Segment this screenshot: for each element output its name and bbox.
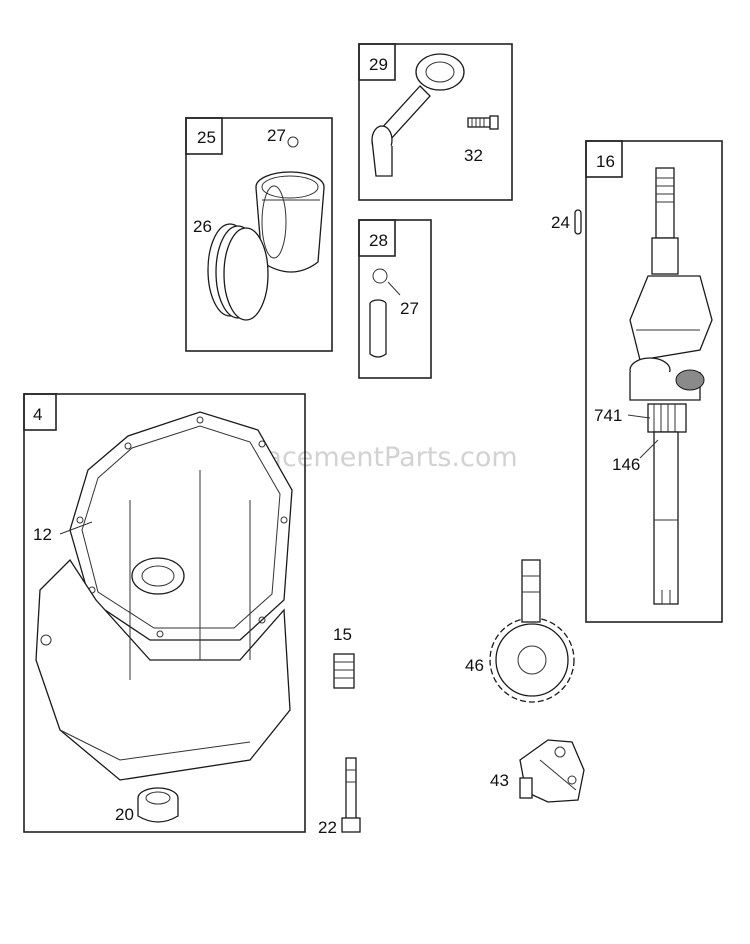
box-29-number-cell [358, 43, 396, 81]
crankshaft-part [629, 167, 713, 605]
piston-rings-part [207, 223, 269, 321]
wrist-pin-part [369, 299, 387, 358]
callout-46: 46 [465, 656, 484, 675]
box-25-number: 25 [197, 128, 216, 147]
wrist-pin-clip-part [372, 268, 388, 284]
box-28-number: 28 [369, 231, 388, 250]
box-4-frame [23, 393, 306, 833]
group-box-4: 4 12 2 [23, 393, 306, 833]
box-16-frame [585, 140, 723, 623]
box-25-frame [185, 117, 333, 352]
crankcase-part [35, 411, 293, 781]
governor-assembly-part [519, 739, 585, 803]
box-29-number: 29 [369, 55, 388, 74]
key-pin-part [574, 209, 582, 235]
callout-26: 26 [193, 217, 212, 236]
callout-22: 22 [318, 818, 337, 837]
seal-part [137, 787, 179, 823]
group-box-16: 16 24 [551, 140, 723, 623]
callout-32: 32 [464, 146, 483, 165]
connecting-rod-part [371, 53, 465, 177]
box-4-number: 4 [33, 405, 42, 424]
callout-24: 24 [551, 213, 570, 232]
dipstick-tube-part [341, 757, 361, 833]
group-box-28: 28 27 [358, 219, 432, 379]
box-25-number-cell [185, 117, 223, 155]
box-4-number-cell [23, 393, 57, 431]
breather-part [333, 653, 355, 689]
retaining-clip-part [287, 136, 299, 148]
box-29-frame [358, 43, 513, 201]
callout-43: 43 [490, 771, 509, 790]
callout-146: 146 [612, 455, 640, 474]
callout-27b: 27 [400, 299, 419, 318]
callout-15: 15 [333, 625, 352, 644]
callout-12: 12 [33, 525, 52, 544]
group-box-25: 25 27 26 [185, 117, 333, 352]
callout-741: 741 [594, 406, 622, 425]
callout-27a: 27 [267, 126, 286, 145]
cam-gear-part [489, 559, 575, 703]
box-16-number-cell [585, 140, 623, 178]
box-16-number: 16 [596, 152, 615, 171]
callout-20: 20 [115, 805, 134, 824]
rod-bolt-part [467, 115, 499, 130]
box-28-number-cell [358, 219, 396, 257]
piston-part [255, 171, 325, 273]
group-box-29: 29 32 [358, 43, 513, 201]
